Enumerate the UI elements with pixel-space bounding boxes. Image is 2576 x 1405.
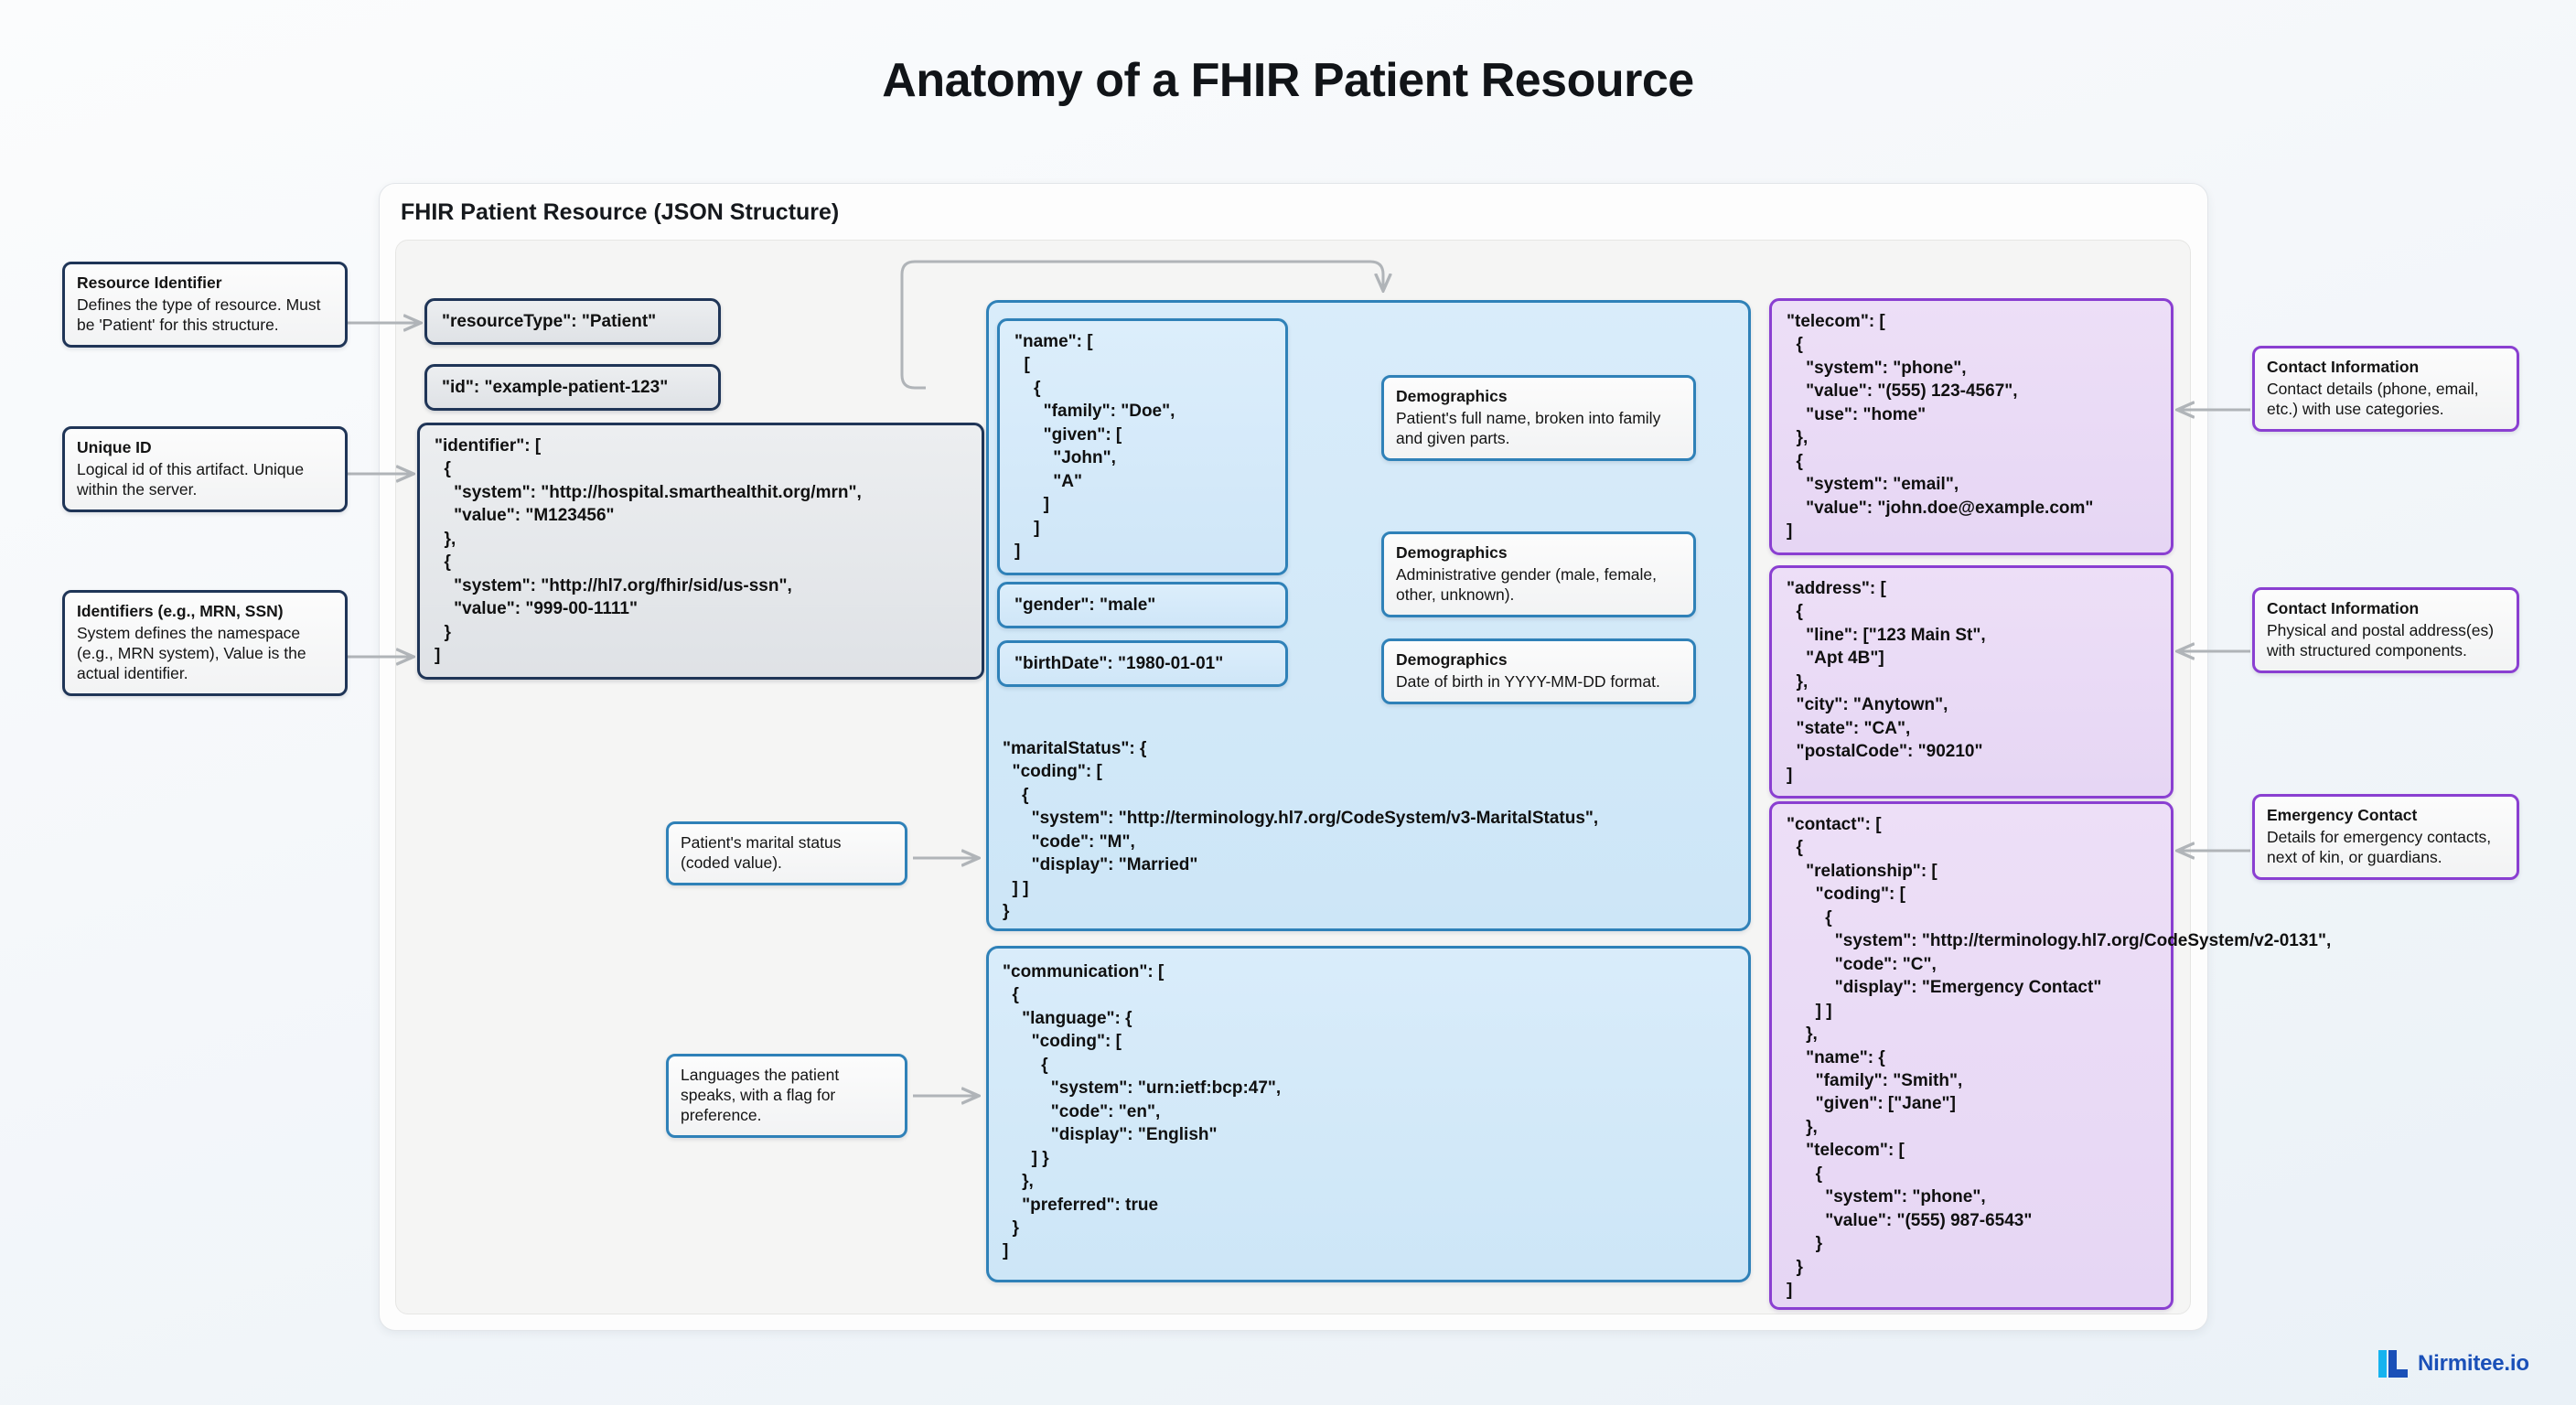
note-contact-information-telecom: Contact Information Contact details (pho…: [2252, 346, 2519, 433]
page-title: Anatomy of a FHIR Patient Resource: [882, 54, 1694, 107]
note-body: Defines the type of resource. Must be 'P…: [77, 295, 321, 335]
note-body: Patient's marital status (coded value).: [681, 833, 842, 873]
note-body: Administrative gender (male, female, oth…: [1396, 565, 1657, 605]
node-contact[interactable]: "contact": [ { "relationship": [ "coding…: [1769, 801, 2331, 1310]
note-unique-id: Unique ID Logical id of this artifact. U…: [62, 426, 348, 513]
note-title: Contact Information: [2267, 358, 2420, 376]
node-communication[interactable]: "communication": [ { "language": { "codi…: [1003, 962, 1282, 1261]
note-contact-information-address: Contact Information Physical and postal …: [2252, 587, 2519, 674]
panel-title: FHIR Patient Resource (JSON Structure): [401, 199, 840, 225]
note-demographics-gender: Demographics Administrative gender (male…: [1381, 531, 1696, 618]
note-body: System defines the namespace (e.g., MRN …: [77, 624, 306, 683]
node-telecom[interactable]: "telecom": [ { "system": "phone", "value…: [1769, 298, 2174, 555]
node-address[interactable]: "address": [ { "line": ["123 Main St", "…: [1769, 565, 2174, 799]
note-marital-status: Patient's marital status (coded value).: [666, 821, 907, 886]
node-name[interactable]: "name": [ [ { "family": "Doe", "given": …: [997, 318, 1288, 575]
note-title: Emergency Contact: [2267, 806, 2418, 824]
note-body: Contact details (phone, email, etc.) wit…: [2267, 380, 2479, 419]
note-languages: Languages the patient speaks, with a fla…: [666, 1054, 907, 1139]
note-title: Demographics: [1396, 650, 1508, 669]
note-demographics-birthdate: Demographics Date of birth in YYYY-MM-DD…: [1381, 638, 1696, 705]
node-marital-status[interactable]: "maritalStatus": { "coding": [ { "system…: [1003, 739, 1599, 922]
nirmitee-logo-icon: [2378, 1350, 2408, 1378]
note-body: Date of birth in YYYY-MM-DD format.: [1396, 672, 1660, 692]
note-body: Physical and postal address(es) with str…: [2267, 621, 2495, 660]
node-birth-date[interactable]: "birthDate": "1980-01-01": [997, 640, 1288, 688]
note-body: Patient's full name, broken into family …: [1396, 409, 1661, 448]
note-title: Demographics: [1396, 387, 1508, 405]
node-identifier[interactable]: "identifier": [ { "system": "http://hosp…: [417, 423, 984, 680]
note-resource-identifier: Resource Identifier Defines the type of …: [62, 262, 348, 349]
node-gender[interactable]: "gender": "male": [997, 582, 1288, 629]
note-title: Resource Identifier: [77, 273, 222, 292]
note-title: Contact Information: [2267, 599, 2420, 617]
note-demographics-name: Demographics Patient's full name, broken…: [1381, 375, 1696, 462]
note-body: Logical id of this artifact. Unique with…: [77, 460, 305, 499]
communication-group: [986, 946, 1751, 1282]
note-title: Unique ID: [77, 438, 152, 456]
node-id[interactable]: "id": "example-patient-123": [424, 364, 721, 412]
note-emergency-contact: Emergency Contact Details for emergency …: [2252, 794, 2519, 881]
note-body: Languages the patient speaks, with a fla…: [681, 1066, 840, 1125]
note-body: Details for emergency contacts, next of …: [2267, 828, 2492, 867]
brand-logo: Nirmitee.io: [2378, 1350, 2529, 1378]
note-title: Demographics: [1396, 543, 1508, 562]
brand-name: Nirmitee.io: [2418, 1351, 2529, 1376]
note-title: Identifiers (e.g., MRN, SSN): [77, 602, 284, 620]
note-identifiers: Identifiers (e.g., MRN, SSN) System defi…: [62, 590, 348, 697]
node-resource-type[interactable]: "resourceType": "Patient": [424, 298, 721, 346]
